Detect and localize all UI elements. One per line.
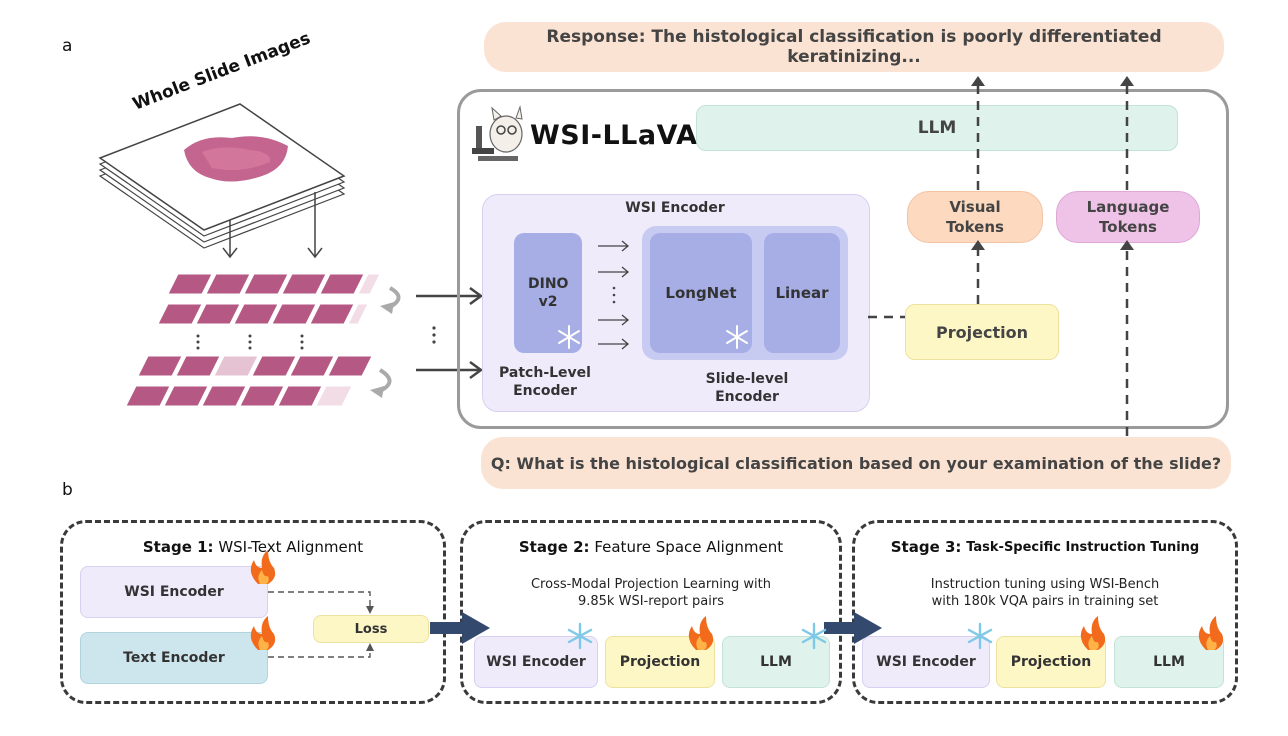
refresh-arrow-icon [380,302,394,314]
projection-box: Projection [905,304,1059,360]
language-tokens-label: Language Tokens [1086,198,1170,236]
stage2-desc: Cross-Modal Projection Learning with 9.8… [460,576,842,610]
longnet-label: LongNet [665,284,737,302]
llm-box: LLM [696,105,1178,151]
stage2-projection: Projection [605,636,715,688]
linear-label: Linear [775,284,829,302]
stage2-desc-line1: Cross-Modal Projection Learning with [530,577,772,592]
stage3-wsi-encoder-label: WSI Encoder [876,654,976,670]
visual-tokens-label: Visual Tokens [946,198,1004,236]
language-tokens-box: Language Tokens [1056,191,1200,243]
slide-level-label: Slide-level Encoder [705,371,789,405]
longnet-box: LongNet [650,233,752,353]
stage2-wsi-encoder-label: WSI Encoder [486,654,586,670]
stage2-wsi-encoder: WSI Encoder [474,636,598,688]
linear-box: Linear [764,233,840,353]
stage2-llm-label: LLM [760,654,792,670]
question-text: Q: What is the histological classificati… [490,453,1222,473]
stage2-title-bold: Stage 2: [518,538,590,556]
stage3-frame [852,520,1238,704]
stage2-title-rest: Feature Space Alignment [594,538,784,556]
wsi-encoder-title: WSI Encoder [625,200,725,216]
stage1-text-encoder: Text Encoder [80,632,268,684]
stage3-desc-line1: Instruction tuning using WSI-Bench [930,577,1160,592]
stage3-desc-line2: with 180k VQA pairs in training set [931,594,1159,609]
projection-label: Projection [936,322,1028,342]
response-box: Response: The histological classificatio… [484,22,1224,72]
dino-label: DINO v2 [528,276,569,310]
panel-label-a: a [62,36,73,56]
stage3-title-bold: Stage 3: [890,538,962,556]
stage3-title: Stage 3: Task-Specific Instruction Tunin… [852,538,1238,556]
stage1-wsi-encoder: WSI Encoder [80,566,268,618]
stage3-projection: Projection [996,636,1106,688]
app-name: WSI-LLaVA [530,120,698,151]
stage3-llm: LLM [1114,636,1224,688]
microscope-mascot-icon [472,105,523,161]
patch-grid [125,273,401,407]
stage3-llm-label: LLM [1153,654,1185,670]
dino-box: DINO v2 [514,233,582,353]
stage2-title: Stage 2: Feature Space Alignment [460,538,842,556]
stage1-frame [60,520,446,704]
wsi-llava-frame [457,89,1229,429]
stage1-title: Stage 1: WSI-Text Alignment [60,538,446,556]
visual-tokens-box: Visual Tokens [907,191,1043,243]
patch-level-label: Patch-Level Encoder [499,365,591,399]
dino-to-longnet-arrows [598,240,630,350]
stage2-llm: LLM [722,636,830,688]
stage1-title-bold: Stage 1: [142,538,214,556]
stage2-projection-label: Projection [619,654,701,670]
response-text: Response: The histological classificatio… [546,27,1162,67]
stage2-frame [460,520,842,704]
snowflake-icon [558,325,580,349]
stage1-title-rest: WSI-Text Alignment [218,538,364,556]
stage3-title-rest: Task-Specific Instruction Tuning [966,539,1200,555]
stage1-loss-label: Loss [354,621,388,637]
stage1-loss: Loss [313,615,429,643]
stage3-wsi-encoder: WSI Encoder [862,636,990,688]
stage3-desc: Instruction tuning using WSI-Bench with … [852,576,1238,610]
stage2-desc-line2: 9.85k WSI-report pairs [577,594,725,609]
panel-label-b: b [62,480,73,500]
llm-label: LLM [917,118,957,138]
snowflake-icon [726,325,748,349]
stage1-text-encoder-label: Text Encoder [123,650,225,666]
down-arrows [222,192,323,259]
encoder-input-arrows [416,286,484,380]
question-box: Q: What is the histological classificati… [481,437,1231,489]
stage1-wsi-encoder-label: WSI Encoder [124,584,224,600]
stage3-projection-label: Projection [1010,654,1092,670]
whole-slide-stack [98,103,346,249]
